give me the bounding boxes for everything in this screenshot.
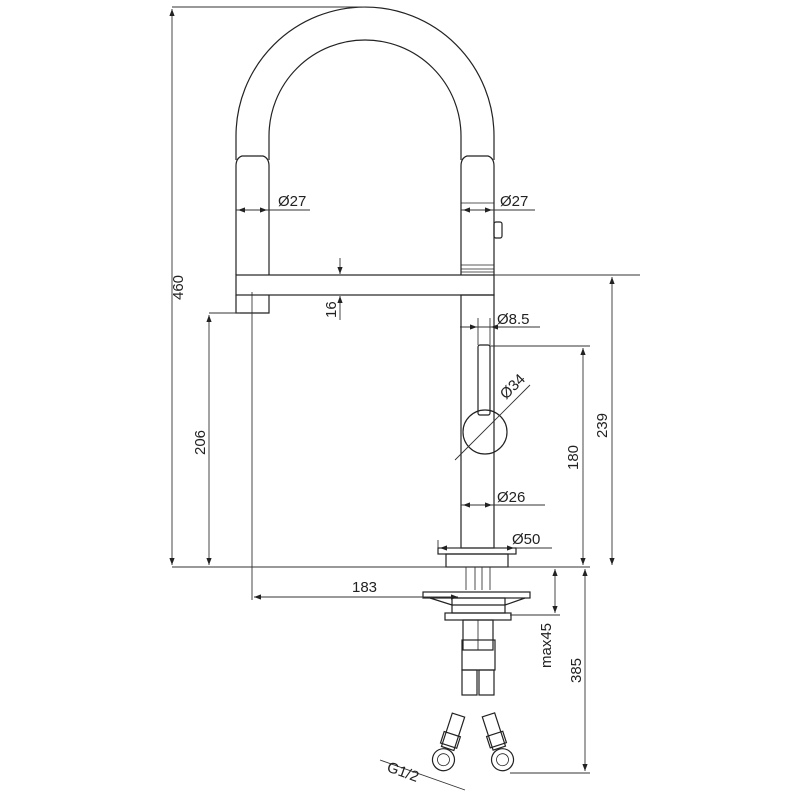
label-hose-diameter-left: Ø27 (278, 193, 306, 210)
label-lever-height: 180 (565, 445, 582, 470)
dimension-labels: 460 Ø27 Ø27 16 Ø8.5 Ø34 206 239 180 Ø26 … (170, 193, 611, 786)
faucet-outline (235, 6, 517, 568)
label-spout-bar-height: 16 (323, 301, 340, 318)
label-below-counter-length: 385 (568, 658, 585, 683)
lever-knob (462, 409, 508, 455)
spray-button (493, 221, 503, 239)
label-body-height: 239 (594, 413, 611, 438)
label-total-height: 460 (170, 275, 187, 300)
lever-handle (477, 344, 491, 416)
label-spout-clearance: 206 (192, 430, 209, 455)
label-base-diameter: Ø50 (512, 531, 540, 548)
label-max-counter-thickness: max45 (538, 623, 555, 668)
mounting-kit (422, 567, 531, 772)
label-hose-diameter-right: Ø27 (500, 193, 528, 210)
label-body-diameter: Ø26 (497, 489, 525, 506)
label-spout-reach: 183 (352, 579, 377, 596)
dimension-lines (169, 6, 640, 791)
label-connection-thread: G1/2 (385, 759, 421, 786)
label-lever-stem-diameter: Ø8.5 (497, 311, 530, 328)
label-lever-knob-diameter: Ø34 (497, 371, 529, 403)
